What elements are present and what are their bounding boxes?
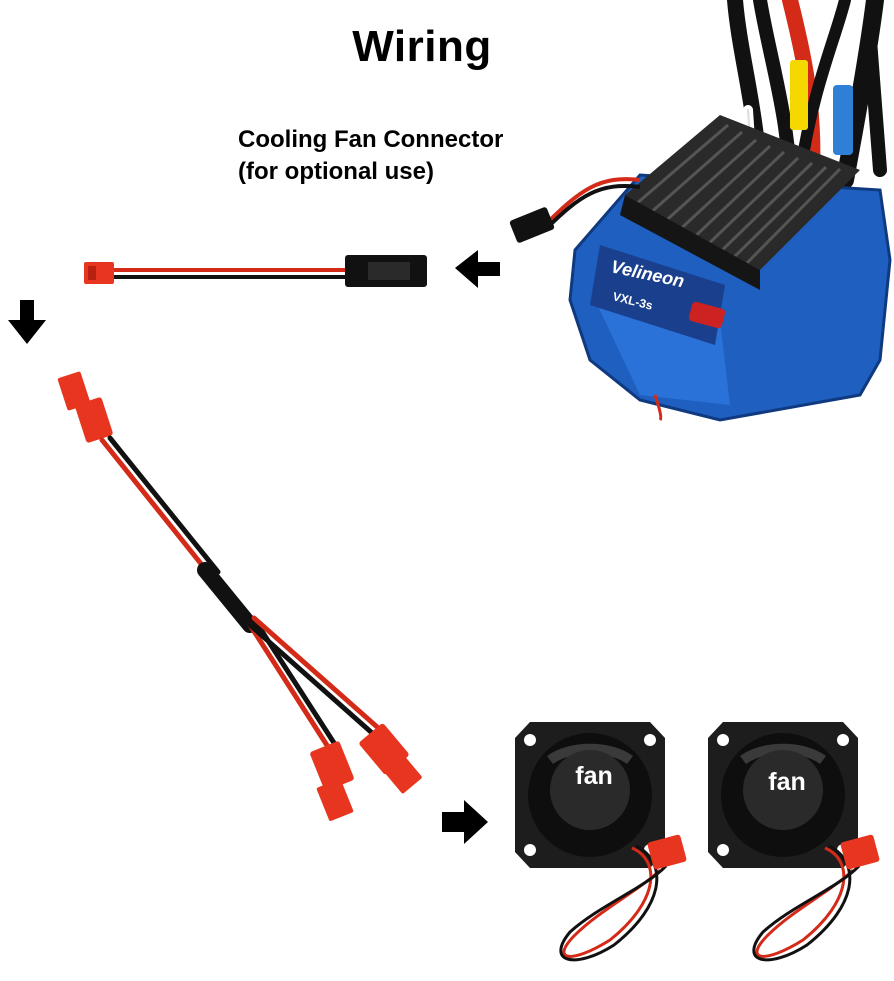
fan-2-label: fan [768, 768, 806, 796]
esc-fan-plug [509, 207, 555, 243]
fan-1-plug [647, 834, 687, 870]
caption-line-1: Cooling Fan Connector [238, 126, 504, 153]
cooling-fan-connector-caption: Cooling Fan Connector (for optional use) [238, 124, 503, 188]
esc-switch[interactable] [688, 301, 726, 329]
caption-line-2: (for optional use) [238, 158, 434, 185]
esc-heatsink [620, 115, 860, 290]
arrow-right-icon [442, 800, 488, 844]
arrow-left-icon [455, 250, 500, 288]
splitter-output-plug-1 [310, 741, 354, 821]
esc-unit: Velineon VXL-3s [509, 0, 892, 422]
esc-fan-lead [543, 177, 641, 227]
fan-2-plug [840, 834, 880, 870]
arrow-down-icon [8, 300, 46, 344]
page-title: Wiring [352, 22, 492, 71]
cooling-fan-1 [515, 722, 687, 962]
adapter-cable [84, 255, 427, 287]
y-splitter-cable [57, 371, 422, 821]
fan-1-label: fan [575, 762, 613, 790]
splitter-heatshrink [197, 562, 258, 633]
splitter-output-plug-2 [359, 723, 422, 794]
cooling-fan-2 [708, 722, 880, 962]
splitter-input-plug [57, 371, 113, 443]
